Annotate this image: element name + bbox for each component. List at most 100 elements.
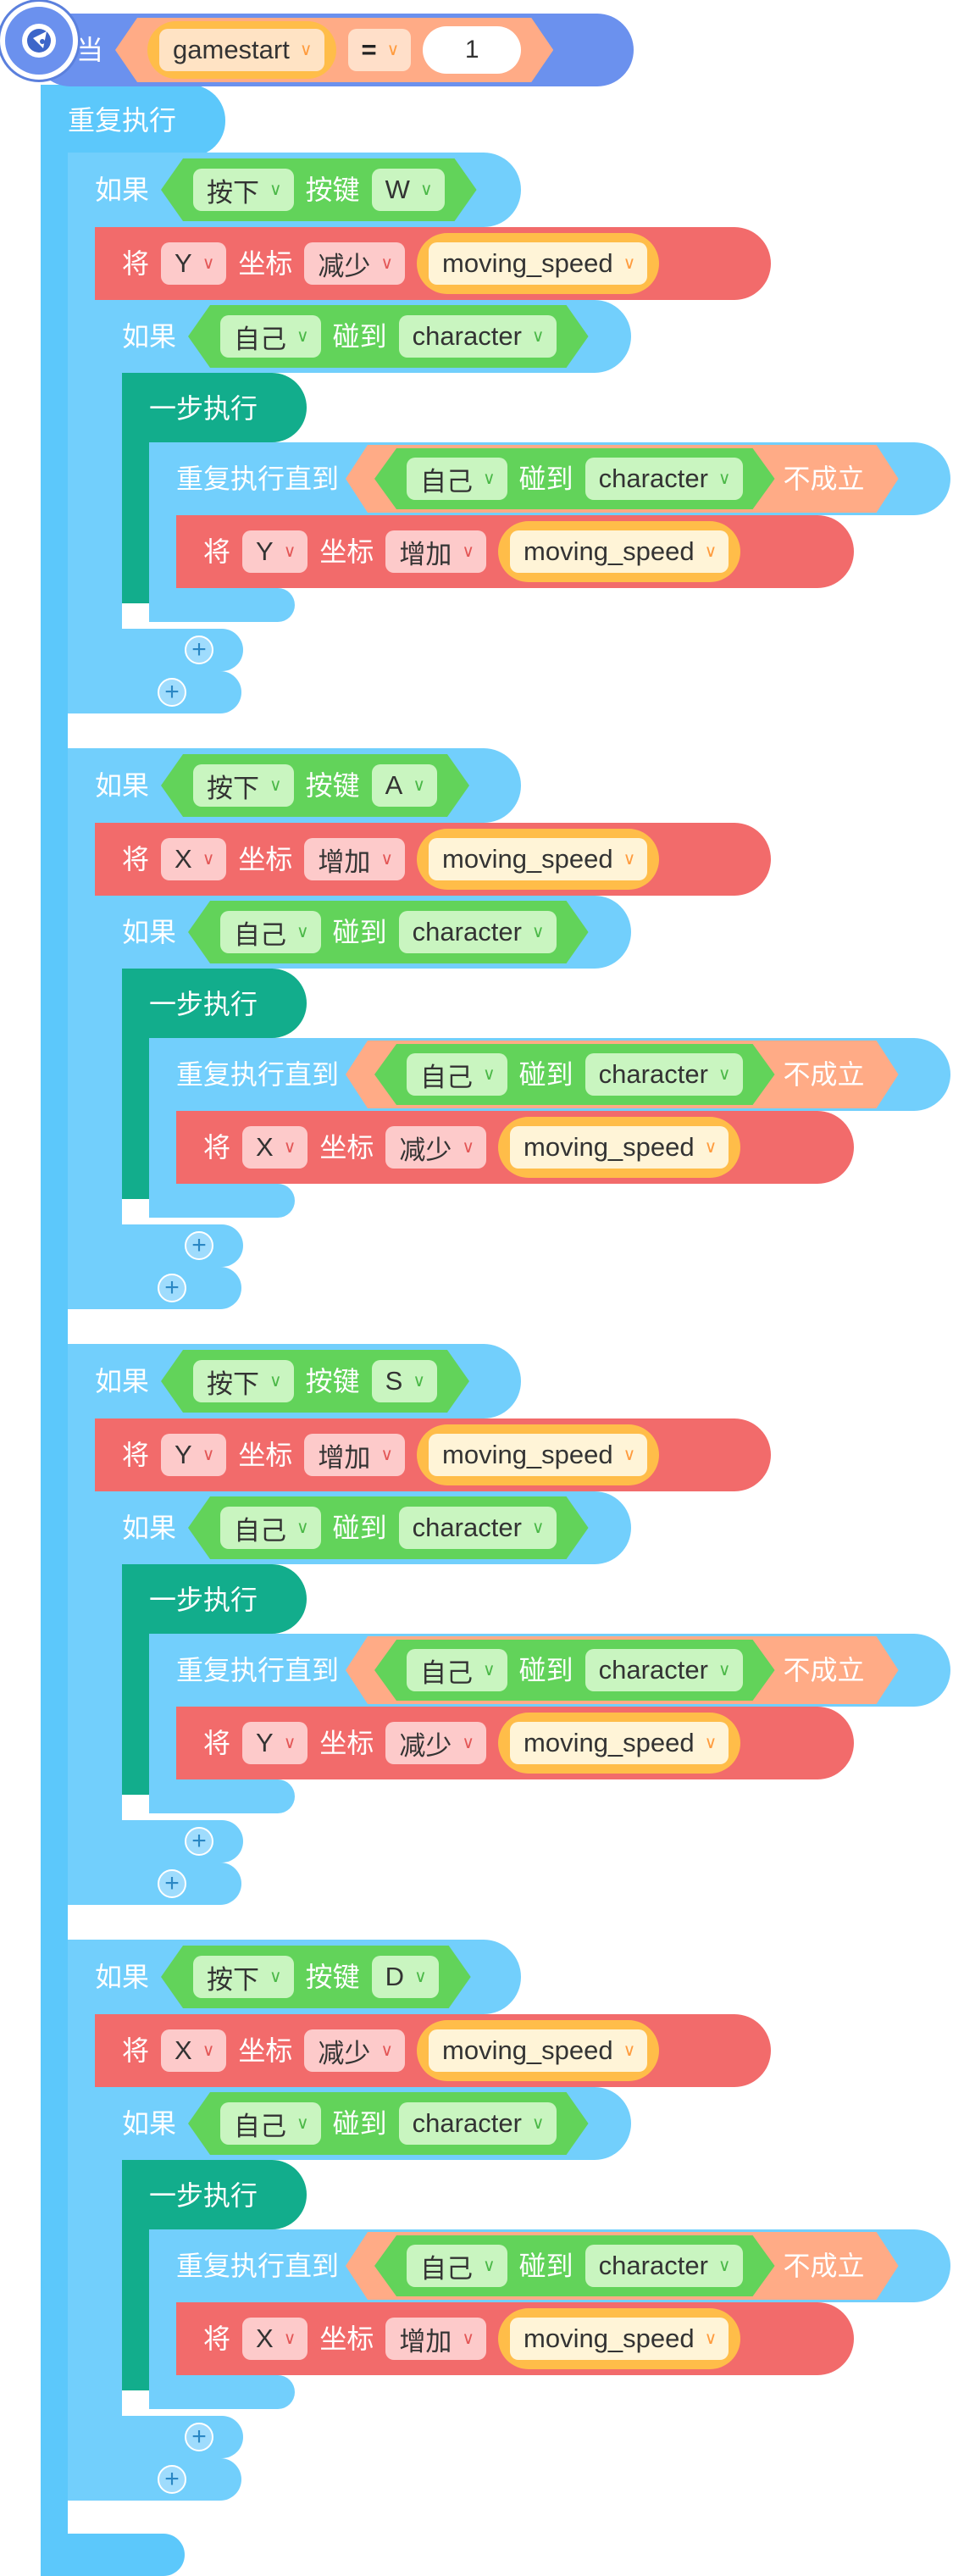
self-dropdown[interactable]: 自己∨ [407, 458, 507, 500]
speed-variable-pill[interactable]: moving_speed∨ [498, 2308, 741, 2369]
axis-dropdown[interactable]: X∨ [161, 2029, 227, 2072]
touching-condition[interactable]: 自己∨ 碰到 character∨ [374, 448, 775, 509]
key-pressed-condition[interactable]: 按下∨ 按键 S∨ [161, 1350, 469, 1413]
speed-variable-dropdown[interactable]: moving_speed∨ [510, 1126, 729, 1169]
axis-dropdown[interactable]: X∨ [161, 838, 227, 880]
inner-set-coordinate-block[interactable]: 将 Y∨ 坐标 增加∨ moving_speed∨ [176, 515, 854, 588]
key-pressed-condition[interactable]: 按下∨ 按键 A∨ [161, 754, 469, 817]
set-coordinate-block[interactable]: 将 Y∨ 坐标 减少∨ moving_speed∨ [95, 227, 771, 300]
speed-variable-pill[interactable]: moving_speed∨ [417, 233, 660, 294]
not-operator[interactable]: 自己∨ 碰到 character∨ 不成立 [346, 1636, 899, 1704]
touching-condition[interactable]: 自己∨ 碰到 character∨ [188, 305, 589, 368]
inner-set-coordinate-block[interactable]: 将 X∨ 坐标 减少∨ moving_speed∨ [176, 1111, 854, 1184]
speed-variable-dropdown[interactable]: moving_speed∨ [510, 2318, 729, 2360]
touching-condition[interactable]: 自己∨ 碰到 character∨ [188, 901, 589, 963]
axis-dropdown[interactable]: X∨ [242, 2318, 308, 2360]
key-dropdown[interactable]: S∨ [372, 1360, 437, 1402]
target-dropdown[interactable]: character∨ [399, 315, 557, 358]
self-dropdown[interactable]: 自己∨ [220, 315, 321, 358]
axis-dropdown[interactable]: X∨ [242, 1126, 308, 1169]
self-dropdown[interactable]: 自己∨ [220, 2102, 321, 2145]
touching-condition[interactable]: 自己∨ 碰到 character∨ [188, 1496, 589, 1559]
not-operator[interactable]: 自己∨ 碰到 character∨ 不成立 [346, 1041, 899, 1108]
add-block-button[interactable]: + [185, 1231, 213, 1260]
speed-variable-dropdown[interactable]: moving_speed∨ [429, 1434, 648, 1476]
set-coordinate-block[interactable]: 将 Y∨ 坐标 增加∨ moving_speed∨ [95, 1418, 771, 1491]
change-op-dropdown[interactable]: 增加∨ [304, 838, 405, 880]
operator-dropdown[interactable]: = ∨ [348, 29, 412, 71]
self-dropdown[interactable]: 自己∨ [220, 911, 321, 953]
target-dropdown[interactable]: character∨ [399, 911, 557, 953]
not-operator[interactable]: 自己∨ 碰到 character∨ 不成立 [346, 2232, 899, 2300]
self-dropdown[interactable]: 自己∨ [407, 1649, 507, 1691]
touching-condition[interactable]: 自己∨ 碰到 character∨ [374, 2235, 775, 2296]
axis-dropdown-text: X [256, 2323, 274, 2353]
hat-compare-operator[interactable]: gamestart ∨ = ∨ 1 [115, 18, 553, 82]
speed-variable-dropdown[interactable]: moving_speed∨ [429, 242, 648, 285]
target-dropdown[interactable]: character∨ [585, 2245, 743, 2287]
touching-condition[interactable]: 自己∨ 碰到 character∨ [188, 2092, 589, 2155]
step-execute-block[interactable] [122, 1564, 307, 1634]
key-pressed-dropdown[interactable]: 按下∨ [193, 764, 294, 807]
hat-block[interactable]: 当 gamestart ∨ = ∨ 1 [34, 14, 634, 86]
self-dropdown[interactable]: 自己∨ [220, 1507, 321, 1549]
inner-set-coordinate-block[interactable]: 将 Y∨ 坐标 减少∨ moving_speed∨ [176, 1707, 854, 1779]
target-dropdown[interactable]: character∨ [585, 1649, 743, 1691]
target-dropdown[interactable]: character∨ [399, 2102, 557, 2145]
change-op-dropdown[interactable]: 减少∨ [385, 1722, 486, 1764]
self-dropdown[interactable]: 自己∨ [407, 2245, 507, 2287]
change-op-dropdown[interactable]: 减少∨ [304, 2029, 405, 2072]
add-block-button[interactable]: + [158, 678, 186, 707]
speed-variable-pill[interactable]: moving_speed∨ [417, 1424, 660, 1485]
axis-dropdown[interactable]: Y∨ [161, 242, 227, 285]
step-execute-block[interactable] [122, 969, 307, 1038]
gamestart-variable-pill[interactable]: gamestart ∨ [147, 21, 335, 79]
add-block-button[interactable]: + [185, 1827, 213, 1856]
value-input[interactable]: 1 [423, 26, 521, 74]
speed-variable-dropdown[interactable]: moving_speed∨ [429, 838, 648, 880]
key-pressed-condition[interactable]: 按下∨ 按键 D∨ [161, 1946, 471, 2008]
step-execute-block[interactable] [122, 373, 307, 442]
set-coordinate-block[interactable]: 将 X∨ 坐标 增加∨ moving_speed∨ [95, 823, 771, 896]
speed-variable-pill[interactable]: moving_speed∨ [498, 521, 741, 582]
key-dropdown[interactable]: D∨ [372, 1956, 439, 1998]
self-dropdown[interactable]: 自己∨ [407, 1053, 507, 1096]
speed-variable-dropdown[interactable]: moving_speed∨ [510, 1722, 729, 1764]
change-op-dropdown[interactable]: 减少∨ [304, 242, 405, 285]
key-dropdown[interactable]: W∨ [372, 169, 445, 211]
speed-variable-pill[interactable]: moving_speed∨ [498, 1117, 741, 1178]
change-op-dropdown[interactable]: 减少∨ [385, 1126, 486, 1169]
set-coordinate-block[interactable]: 将 X∨ 坐标 减少∨ moving_speed∨ [95, 2014, 771, 2087]
key-dropdown[interactable]: A∨ [372, 764, 437, 807]
key-pressed-dropdown[interactable]: 按下∨ [193, 169, 294, 211]
axis-dropdown[interactable]: Y∨ [161, 1434, 227, 1476]
inner-set-coordinate-block[interactable]: 将 X∨ 坐标 增加∨ moving_speed∨ [176, 2302, 854, 2375]
touching-condition[interactable]: 自己∨ 碰到 character∨ [374, 1044, 775, 1105]
not-operator[interactable]: 自己∨ 碰到 character∨ 不成立 [346, 445, 899, 513]
add-block-button[interactable]: + [185, 636, 213, 664]
change-op-dropdown[interactable]: 增加∨ [304, 1434, 405, 1476]
gamestart-variable-dropdown[interactable]: gamestart ∨ [159, 29, 324, 71]
speed-variable-dropdown[interactable]: moving_speed∨ [429, 2029, 648, 2072]
add-block-button[interactable]: + [158, 2465, 186, 2494]
key-pressed-dropdown[interactable]: 按下∨ [193, 1956, 294, 1998]
speed-variable-pill[interactable]: moving_speed∨ [498, 1713, 741, 1774]
speed-variable-pill[interactable]: moving_speed∨ [417, 2020, 660, 2081]
add-block-button[interactable]: + [185, 2423, 213, 2451]
add-block-button[interactable]: + [158, 1869, 186, 1898]
key-pressed-dropdown[interactable]: 按下∨ [193, 1360, 294, 1402]
target-dropdown[interactable]: character∨ [399, 1507, 557, 1549]
axis-dropdown[interactable]: Y∨ [242, 1722, 308, 1764]
add-block-button[interactable]: + [158, 1274, 186, 1302]
touching-condition[interactable]: 自己∨ 碰到 character∨ [374, 1640, 775, 1701]
step-execute-block[interactable] [122, 2160, 307, 2229]
speed-variable-pill[interactable]: moving_speed∨ [417, 829, 660, 890]
change-op-dropdown[interactable]: 增加∨ [385, 2318, 486, 2360]
change-op-dropdown[interactable]: 增加∨ [385, 530, 486, 573]
target-dropdown[interactable]: character∨ [585, 1053, 743, 1096]
forever-block[interactable] [41, 85, 225, 157]
speed-variable-dropdown[interactable]: moving_speed∨ [510, 530, 729, 573]
target-dropdown[interactable]: character∨ [585, 458, 743, 500]
axis-dropdown[interactable]: Y∨ [242, 530, 308, 573]
key-pressed-condition[interactable]: 按下∨ 按键 W∨ [161, 158, 477, 221]
